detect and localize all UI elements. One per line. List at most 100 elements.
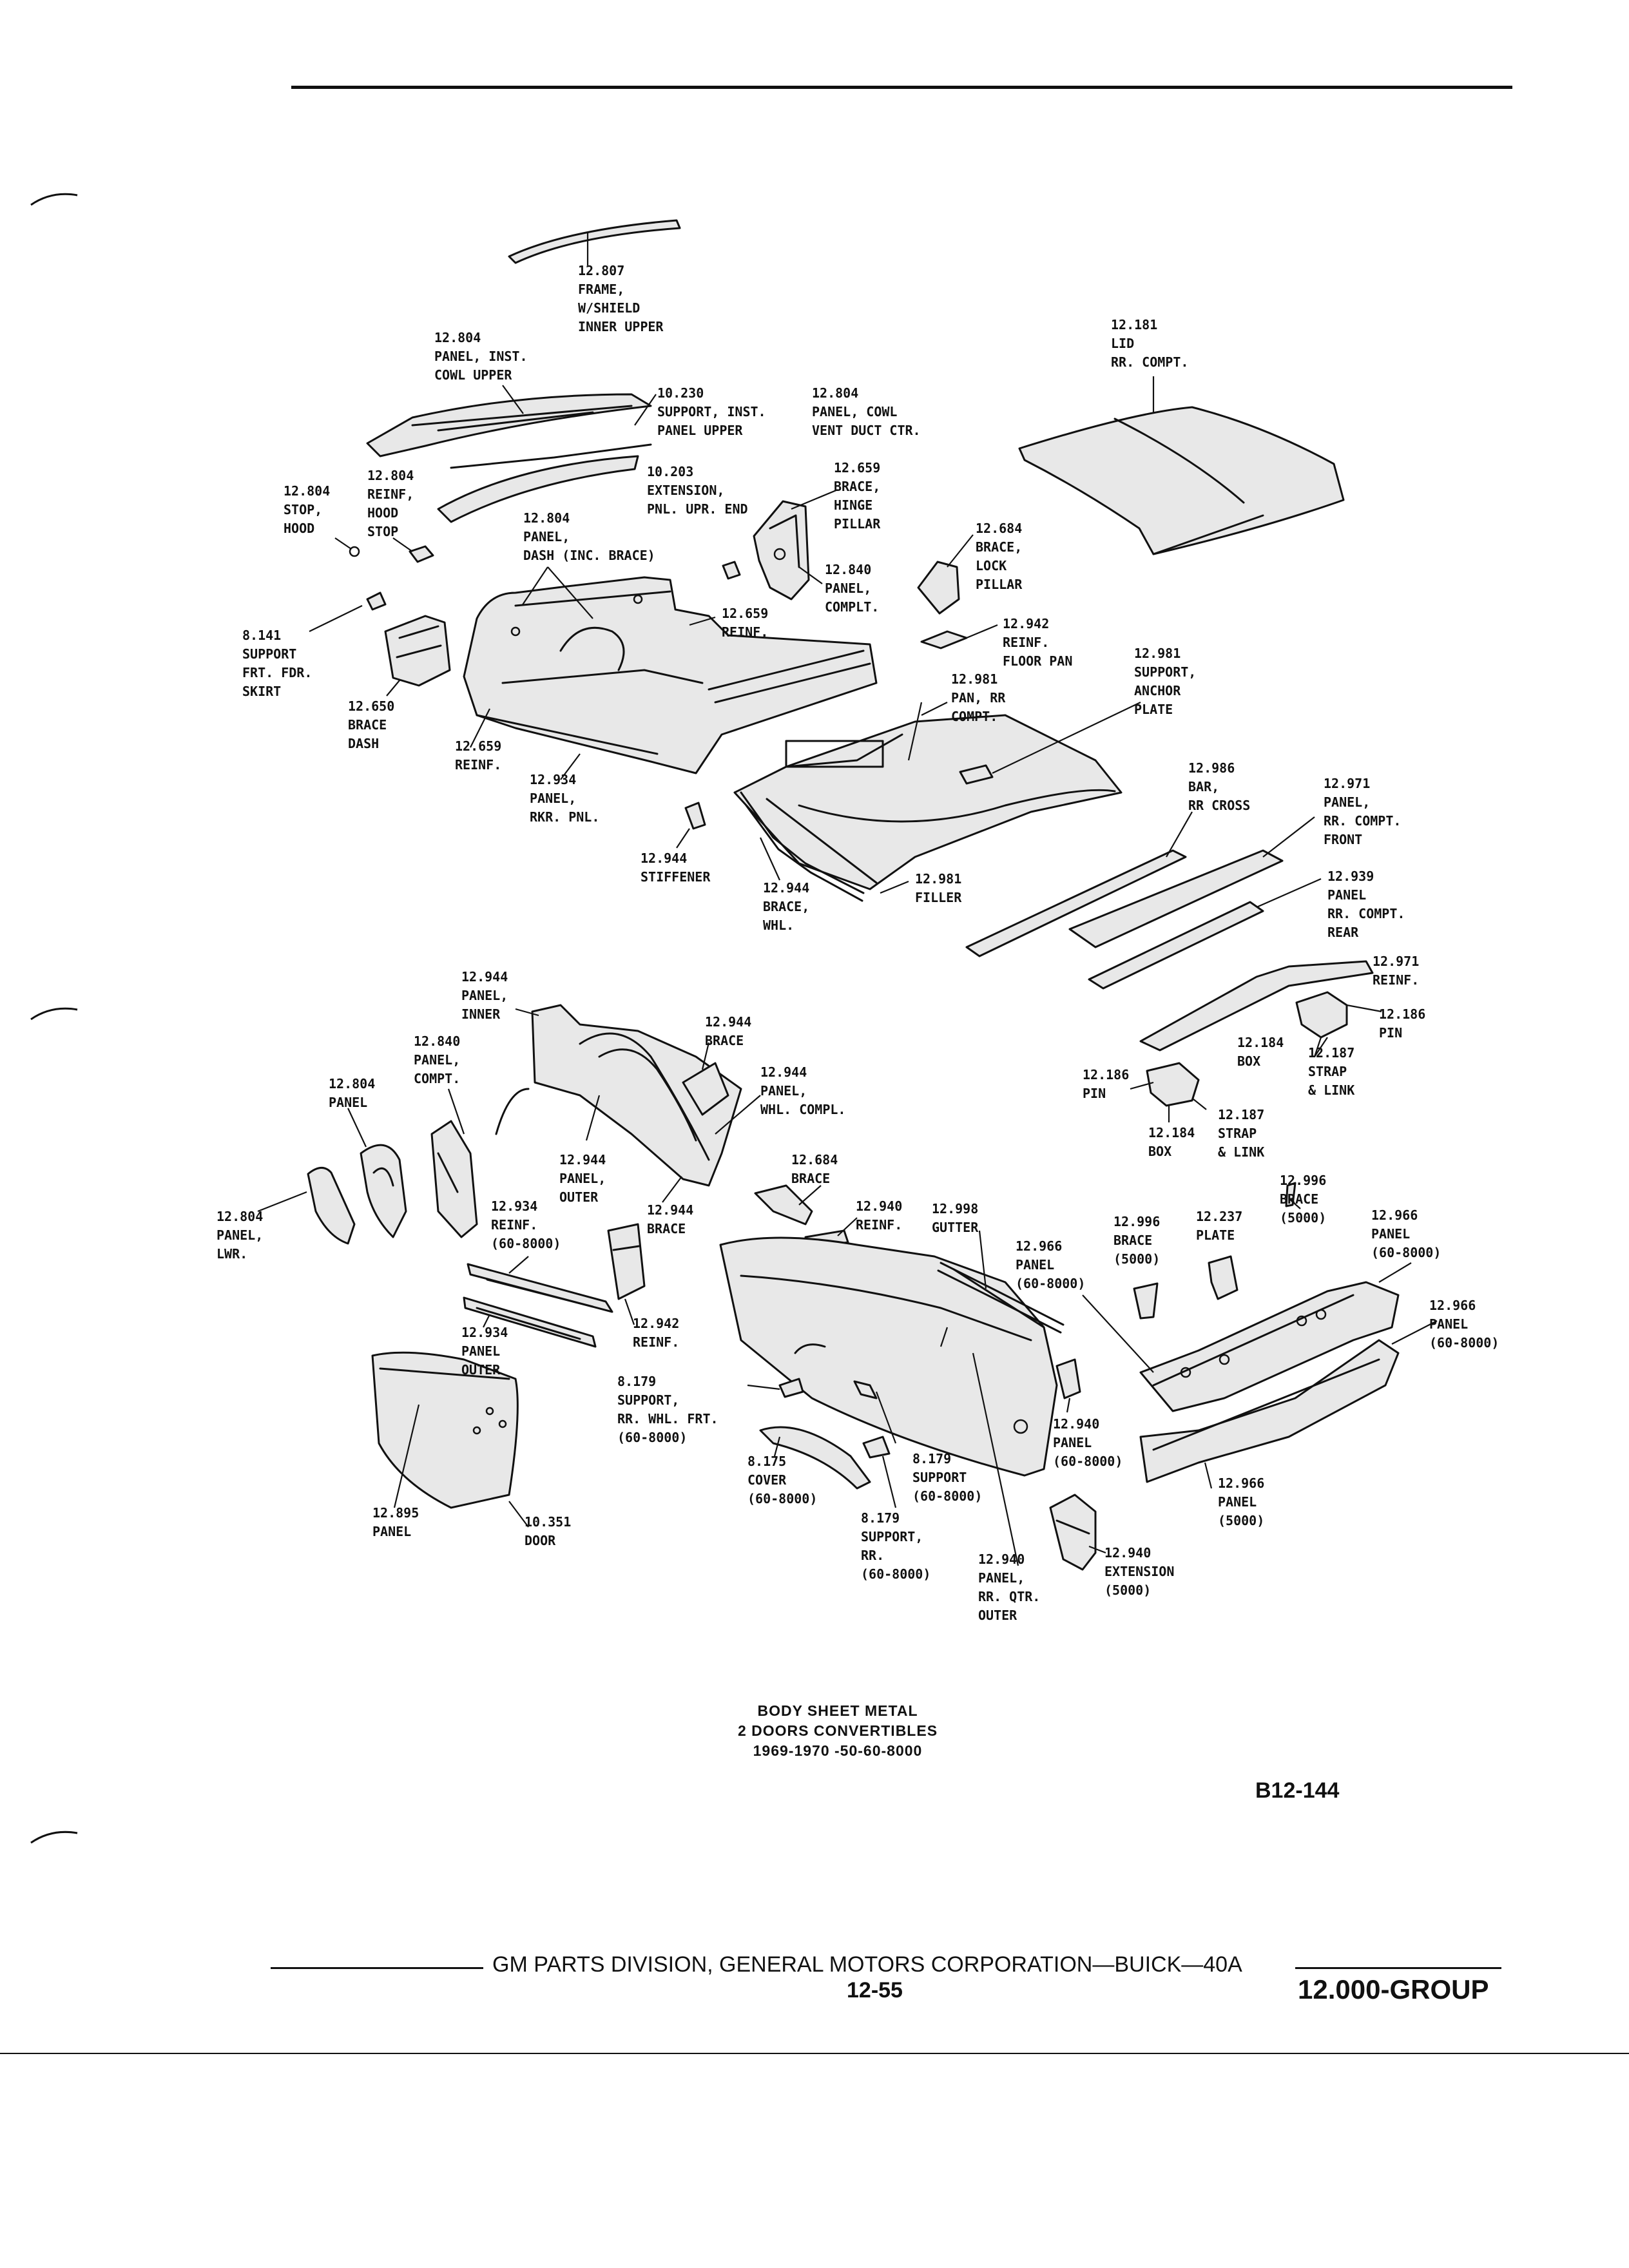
rear-quarter-outer-panel-part bbox=[719, 1236, 1058, 1566]
label-filler: 12.981 FILLER bbox=[915, 871, 962, 905]
label-support-inst-panel-upper: 10.230 SUPPORT, INST. PANEL UPPER bbox=[657, 385, 766, 438]
label-panel-rkr-pnl: 12.934 PANEL, RKR. PNL. bbox=[530, 772, 600, 825]
label-brace-hinge-pillar: 12.659 BRACE, HINGE PILLAR bbox=[834, 460, 881, 532]
inst-panel-support-part bbox=[450, 394, 657, 469]
label-strap-link-right: 12.187 STRAP & LINK bbox=[1308, 1045, 1355, 1098]
label-box-left: 12.184 BOX bbox=[1148, 1125, 1195, 1159]
brace-plate-parts bbox=[1133, 1182, 1301, 1320]
label-reinf-942: 12.942 REINF. bbox=[633, 1316, 680, 1350]
label-frame-w-shield: 12.807 FRAME, W/SHIELD INNER UPPER bbox=[578, 263, 664, 334]
cowl-upper-panel-part bbox=[366, 385, 652, 457]
stiffener-part bbox=[676, 802, 706, 849]
label-panel-895: 12.895 PANEL bbox=[372, 1505, 419, 1539]
label-pin-left: 12.186 PIN bbox=[1083, 1067, 1130, 1101]
rr-compt-front-panel-part bbox=[1068, 816, 1315, 948]
footer-rule-left bbox=[271, 1967, 483, 1969]
rear-compt-pan-part bbox=[733, 702, 1141, 890]
label-brace-996-a: 12.996 BRACE (5000) bbox=[1113, 1214, 1161, 1267]
inner-quarter-panel-part bbox=[515, 1004, 761, 1203]
lock-pillar-reinf-part bbox=[607, 1223, 646, 1325]
label-bar-rr-cross: 12.986 BAR, RR CROSS bbox=[1188, 760, 1251, 813]
rear-extension-part bbox=[1049, 1494, 1106, 1571]
label-reinf-rr: 12.971 REINF. bbox=[1373, 954, 1420, 988]
lower-panel-part bbox=[257, 1167, 356, 1245]
rear-end-panel-part bbox=[1082, 1262, 1412, 1412]
label-panel-dash: 12.804 PANEL, DASH (INC. BRACE) bbox=[523, 510, 655, 563]
label-panel-940: 12.940 PANEL (60-8000) bbox=[1053, 1416, 1123, 1469]
rocker-reinf-part bbox=[463, 1256, 613, 1348]
label-support-rr-whl-frt: 8.179 SUPPORT, RR. WHL. FRT. (60-8000) bbox=[617, 1374, 718, 1445]
label-support-anchor-plate: 12.981 SUPPORT, ANCHOR PLATE bbox=[1134, 646, 1197, 717]
label-extension-940: 12.940 EXTENSION (5000) bbox=[1104, 1545, 1175, 1598]
label-brace-944-upper: 12.944 BRACE bbox=[705, 1014, 752, 1048]
label-stop-hood: 12.804 STOP, HOOD bbox=[284, 483, 331, 536]
wheel-brace-part bbox=[740, 791, 909, 902]
gutter-part bbox=[937, 1230, 1065, 1334]
label-support-frt-fdr-skirt: 8.141 SUPPORT FRT. FDR. SKIRT bbox=[242, 628, 313, 699]
label-lid-rr-compt: 12.181 LID RR. COMPT. bbox=[1111, 317, 1189, 370]
label-support-179-a: 8.179 SUPPORT (60-8000) bbox=[912, 1451, 983, 1504]
label-brace-996-b: 12.996 BRACE (5000) bbox=[1280, 1173, 1327, 1225]
label-brace-lock-pillar: 12.684 BRACE, LOCK PILLAR bbox=[976, 521, 1023, 592]
label-door: 10.351 DOOR bbox=[525, 1514, 572, 1548]
hinge-pillar-part bbox=[722, 488, 838, 601]
label-brace-dash: 12.650 BRACE DASH bbox=[348, 698, 395, 751]
label-panel-804: 12.804 PANEL bbox=[329, 1076, 376, 1110]
binder-marks bbox=[30, 193, 78, 1844]
figure-id: B12-144 bbox=[1255, 1778, 1340, 1803]
label-reinf-hood-stop: 12.804 REINF, HOOD STOP bbox=[367, 468, 414, 539]
label-panel-whl-compl: 12.944 PANEL, WHL. COMPL. bbox=[760, 1064, 846, 1117]
hood-stop-parts bbox=[334, 537, 434, 563]
caption-years: 1969-1970 -50-60-8000 bbox=[753, 1742, 923, 1759]
label-reinf-940: 12.940 REINF. bbox=[856, 1198, 903, 1233]
label-pan-rr-compt: 12.981 PAN, RR COMPT. bbox=[951, 671, 1006, 724]
trunk-lid-part bbox=[1018, 376, 1345, 555]
figure-caption: BODY SHEET METAL 2 DOORS CONVERTIBLES 19… bbox=[677, 1701, 999, 1761]
label-panel-lwr: 12.804 PANEL, LWR. bbox=[217, 1209, 264, 1262]
label-reinf-floor-pan: 12.942 REINF. FLOOR PAN bbox=[1003, 616, 1073, 669]
door-part bbox=[371, 1351, 529, 1528]
label-panel-compt-upper: 12.840 PANEL, COMPLT. bbox=[825, 562, 880, 615]
dash-extension-strip-part bbox=[437, 455, 639, 523]
lower-rear-panel-part bbox=[1055, 1358, 1081, 1413]
fender-skirt-support-part bbox=[309, 591, 451, 697]
footer-page-number: 12-55 bbox=[847, 1978, 903, 2003]
label-panel-outer-944: 12.944 PANEL, OUTER bbox=[559, 1152, 606, 1205]
lock-pillar-panel-part bbox=[347, 1108, 407, 1238]
footer-rule-right bbox=[1295, 1967, 1501, 1969]
compt-side-panel-part bbox=[430, 1088, 530, 1238]
bottom-rule bbox=[0, 2053, 1629, 2054]
rr-compt-rear-panel-part bbox=[1088, 878, 1322, 990]
label-stiffener: 12.944 STIFFENER bbox=[641, 850, 711, 885]
floor-pan-assembly-part bbox=[463, 566, 878, 780]
label-reinf-lower: 12.659 REINF. bbox=[455, 738, 502, 773]
label-panel-outer-934: 12.934 PANEL OUTER bbox=[461, 1325, 508, 1378]
windshield-frame-part bbox=[508, 219, 681, 265]
label-box-right: 12.184 BOX bbox=[1237, 1035, 1284, 1069]
label-cover: 8.175 COVER (60-8000) bbox=[747, 1454, 818, 1506]
label-panel-cowl-vent-duct: 12.804 PANEL, COWL VENT DUCT CTR. bbox=[812, 385, 921, 438]
label-panel-966-c: 12.966 PANEL (60-8000) bbox=[1429, 1298, 1499, 1350]
wheel-opening-parts bbox=[747, 1378, 897, 1508]
footer-group: 12.000-GROUP bbox=[1298, 1974, 1489, 2004]
top-rule bbox=[291, 86, 1512, 89]
hinge-box-strap-parts bbox=[1130, 991, 1382, 1122]
label-support-rr: 8.179 SUPPORT, RR. (60-8000) bbox=[861, 1510, 931, 1582]
label-gutter: 12.998 GUTTER bbox=[932, 1201, 979, 1235]
lock-pillar-brace-part bbox=[917, 534, 974, 615]
label-brace-944-lower: 12.944 BRACE bbox=[647, 1202, 694, 1236]
label-panel-inner: 12.944 PANEL, INNER bbox=[461, 969, 508, 1022]
label-reinf-934: 12.934 REINF. (60-8000) bbox=[491, 1198, 561, 1251]
label-pin-right: 12.186 PIN bbox=[1379, 1006, 1426, 1041]
label-strap-link-left: 12.187 STRAP & LINK bbox=[1218, 1107, 1265, 1160]
label-panel-966-b: 12.966 PANEL (60-8000) bbox=[1371, 1207, 1441, 1260]
lower-valance-part bbox=[1139, 1320, 1438, 1489]
label-panel-compt-side: 12.840 PANEL, COMPT. bbox=[414, 1033, 461, 1086]
caption-title: BODY SHEET METAL bbox=[757, 1702, 918, 1719]
label-panel-inst-cowl-upper: 12.804 PANEL, INST. COWL UPPER bbox=[434, 330, 528, 383]
label-panel-rr-compt-rear: 12.939 PANEL RR. COMPT. REAR bbox=[1327, 869, 1405, 940]
label-brace-684: 12.684 BRACE bbox=[791, 1152, 838, 1186]
label-reinf-upper: 12.659 REINF. bbox=[722, 606, 769, 640]
label-panel-rr-qtr-outer: 12.940 PANEL, RR. QTR. OUTER bbox=[978, 1552, 1041, 1623]
